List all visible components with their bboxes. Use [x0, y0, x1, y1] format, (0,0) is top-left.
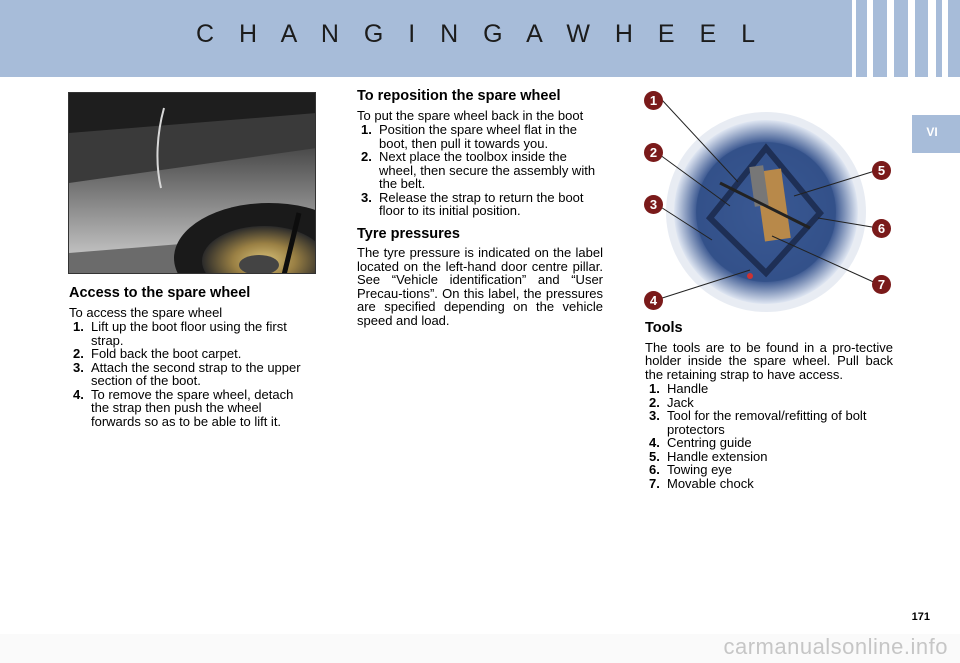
- access-section: Access to the spare wheel To access the …: [69, 285, 314, 428]
- list-item: 4.Centring guide: [649, 435, 752, 450]
- list-item: 1.Handle: [649, 381, 709, 396]
- chapter-tab: VI: [912, 115, 960, 153]
- access-heading: Access to the spare wheel: [69, 285, 251, 301]
- callout-4: 4: [644, 291, 663, 310]
- tyre-heading: Tyre pressures: [357, 225, 460, 242]
- list-item: 3.Attach the second strap to the upper s…: [73, 359, 301, 388]
- callout-2: 2: [644, 143, 663, 162]
- header-stripes: [848, 0, 948, 77]
- list-item: 1.Position the spare wheel flat in the b…: [361, 122, 578, 151]
- list-item: 6.Towing eye: [649, 462, 733, 477]
- list-item: 2.Fold back the boot carpet.: [73, 346, 242, 361]
- list-item: 3.Release the strap to return the boot f…: [361, 189, 584, 218]
- tools-section: Tools The tools are to be found in a pro…: [645, 320, 893, 490]
- callout-5: 5: [872, 161, 891, 180]
- watermark: carmanualsonline.info: [0, 634, 960, 663]
- watermark-text: carmanualsonline.info: [723, 634, 948, 659]
- list-item: 4.To remove the spare wheel, detach the …: [73, 386, 294, 429]
- reposition-intro: To put the spare wheel back in the boot: [357, 107, 584, 123]
- reposition-heading: To reposition the spare wheel: [357, 88, 561, 104]
- page-header: C H A N G I N G A W H E E L: [0, 0, 960, 77]
- chapter-tab-label: VI: [926, 125, 938, 139]
- list-item: 7.Movable chock: [649, 475, 754, 491]
- access-intro: To access the spare wheel: [69, 304, 223, 320]
- tyre-section: Tyre pressures The tyre pressure is indi…: [357, 225, 603, 328]
- boot-photo: [68, 92, 316, 274]
- list-item: 1.Lift up the boot floor using the first…: [73, 319, 287, 348]
- list-item: 2.Next place the toolbox inside the whee…: [361, 149, 596, 191]
- tools-list: 1.Handle 2.Jack 3.Tool for the removal/r…: [645, 382, 893, 490]
- callout-3: 3: [644, 195, 663, 214]
- callout-6: 6: [872, 219, 891, 238]
- tyre-body: The tyre pressure is indicated on the la…: [357, 245, 603, 328]
- reposition-steps: 1.Position the spare wheel flat in the b…: [357, 123, 603, 218]
- list-item: 5.Handle extension: [649, 448, 768, 464]
- page-title: C H A N G I N G A W H E E L: [195, 20, 765, 48]
- callout-1: 1: [644, 91, 663, 110]
- tools-photo: [640, 88, 898, 320]
- tools-body: The tools are to be found in a pro-tecti…: [645, 339, 893, 382]
- list-item: 3.Tool for the removal/refitting of bolt…: [649, 408, 867, 437]
- access-steps: 1.Lift up the boot floor using the first…: [69, 320, 314, 428]
- reposition-section: To reposition the spare wheel To put the…: [357, 88, 603, 328]
- callout-7: 7: [872, 275, 891, 294]
- page-number: 171: [911, 611, 930, 623]
- list-item: 2.Jack: [649, 394, 694, 410]
- tools-heading: Tools: [645, 320, 683, 336]
